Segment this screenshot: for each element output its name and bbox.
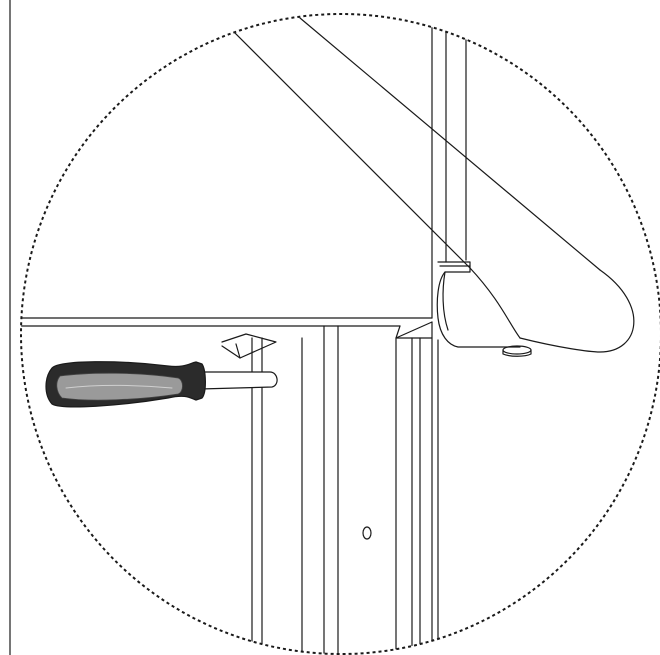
diagonal-brace [209,14,635,353]
mounting-bracket [436,261,532,357]
screwdriver-icon [45,361,278,408]
frame-post-upper [431,14,467,319]
bracket-clip [221,333,277,359]
frame-post-lower [251,321,439,654]
magnifier-outline [20,13,660,655]
screw-hole [362,526,372,540]
panel-edge [21,317,433,339]
magnified-detail [21,14,635,654]
